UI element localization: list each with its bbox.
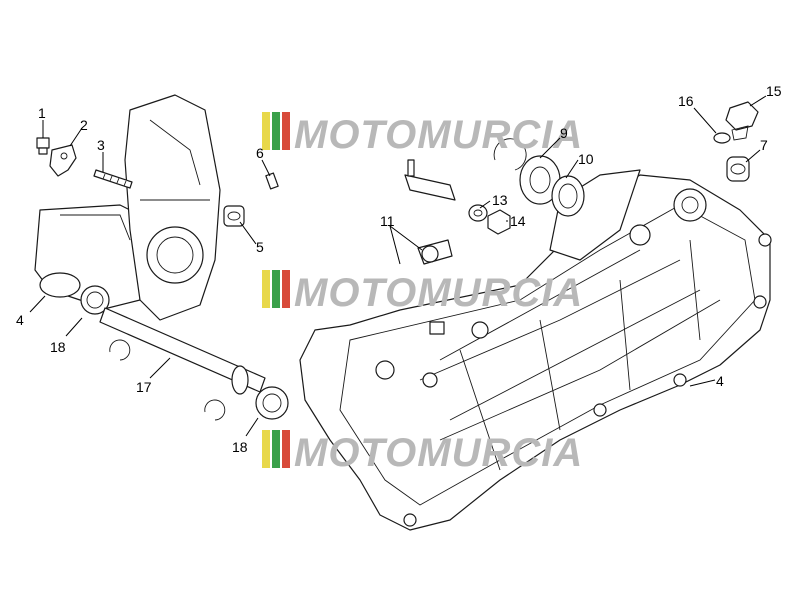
callout-13: 13 — [492, 192, 508, 208]
svg-text:MOTOMURCIA: MOTOMURCIA — [294, 113, 583, 157]
circlip-9 — [493, 138, 527, 171]
nut-14 — [487, 209, 511, 235]
callout-4-left: 4 — [16, 312, 24, 328]
callouts: 1 2 3 4 5 6 7 9 10 11 13 14 15 16 4 17 1… — [16, 83, 782, 455]
callout-6: 6 — [256, 145, 264, 161]
pin-6 — [265, 172, 279, 190]
callout-1: 1 — [38, 105, 46, 121]
callout-11: 11 — [380, 213, 395, 229]
callout-17: 17 — [136, 379, 152, 395]
shaft-17 — [99, 307, 266, 395]
bearing-18-upper — [80, 285, 110, 315]
right-crankcase-half — [299, 174, 772, 531]
bearing-18-lower — [255, 386, 289, 420]
fitting-11 — [417, 239, 453, 265]
washer-16 — [713, 132, 731, 144]
left-crankcase-half — [34, 94, 221, 321]
screw-1 — [36, 137, 50, 155]
callout-3: 3 — [97, 137, 105, 153]
seal-10 — [551, 175, 585, 217]
callout-14: 14 — [510, 213, 526, 229]
bushing-7 — [726, 156, 750, 182]
callout-2: 2 — [80, 117, 88, 133]
bracket-2 — [49, 144, 77, 177]
watermark-middle: MOTOMURCIA — [262, 270, 583, 315]
watermark-bottom: MOTOMURCIA — [262, 430, 583, 475]
svg-text:MOTOMURCIA: MOTOMURCIA — [294, 431, 583, 475]
callout-15: 15 — [766, 83, 782, 99]
circlip-left-upper — [109, 339, 131, 361]
callout-7: 7 — [760, 137, 768, 153]
washer-13 — [468, 204, 488, 222]
circlip-left-lower — [204, 399, 226, 421]
callout-10: 10 — [578, 151, 594, 167]
oil-plug-15 — [725, 101, 759, 141]
callout-4-right: 4 — [716, 373, 724, 389]
callout-18-lower: 18 — [232, 439, 248, 455]
callout-18-upper: 18 — [50, 339, 66, 355]
callout-9: 9 — [560, 125, 568, 141]
watermark-top: MOTOMURCIA — [262, 112, 583, 157]
bolt-9 — [404, 159, 456, 201]
callout-16: 16 — [678, 93, 694, 109]
leader-lines — [29, 95, 767, 437]
callout-5: 5 — [256, 239, 264, 255]
dowel-5 — [223, 205, 245, 227]
stud-bolt-3 — [93, 169, 133, 189]
svg-text:MOTOMURCIA: MOTOMURCIA — [294, 271, 583, 315]
